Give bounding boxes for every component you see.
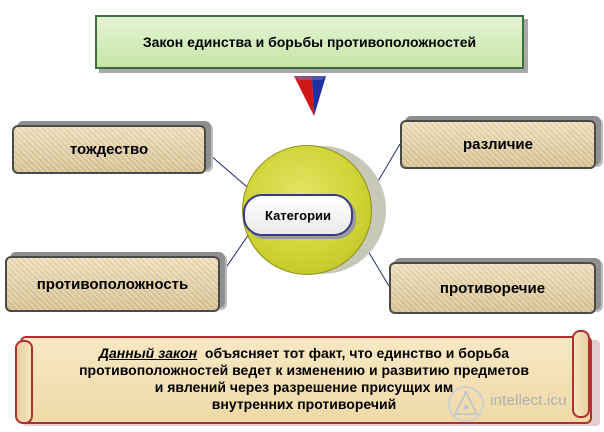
explanation-line-1-text: объясняет тот факт, что единство и борьб…: [204, 345, 510, 361]
explanation-line-4: внутренних противоречий: [211, 396, 397, 412]
category-label: противоречие: [439, 279, 546, 297]
category-node-tozhdestvo: тождество: [12, 125, 206, 174]
explanation-line-2: противоположностей ведет к изменению и р…: [79, 362, 529, 378]
scroll-roll-right: [572, 330, 590, 418]
category-label: различие: [463, 136, 533, 153]
watermark-text: intellect.icu: [490, 392, 567, 409]
center-category-node: Категории: [243, 194, 353, 236]
scroll-roll-left: [15, 340, 33, 424]
explanation-scroll: [20, 336, 592, 424]
diagram-title: Закон единства и борьбы противоположност…: [95, 15, 524, 69]
pointer-arrow-icon: [294, 76, 326, 116]
category-node-protivopolozhnost: противоположность: [5, 256, 220, 312]
explanation-line-1: Данный закон объясняет тот факт, что еди…: [34, 345, 574, 362]
explanation-text: Данный закон объясняет тот факт, что еди…: [34, 345, 574, 413]
explanation-lead: Данный закон: [98, 345, 198, 361]
explanation-line-3: и явлений через разрешение присущих им: [154, 379, 454, 395]
category-label: противоположность: [36, 275, 189, 293]
diagram-title-text: Закон единства и борьбы противоположност…: [142, 34, 477, 50]
category-label: тождество: [69, 141, 149, 158]
watermark-logo-icon: [448, 386, 484, 422]
center-label: Категории: [264, 207, 332, 223]
category-node-razlichie: различие: [400, 120, 596, 169]
category-node-protivorechie: противоречие: [389, 262, 596, 314]
